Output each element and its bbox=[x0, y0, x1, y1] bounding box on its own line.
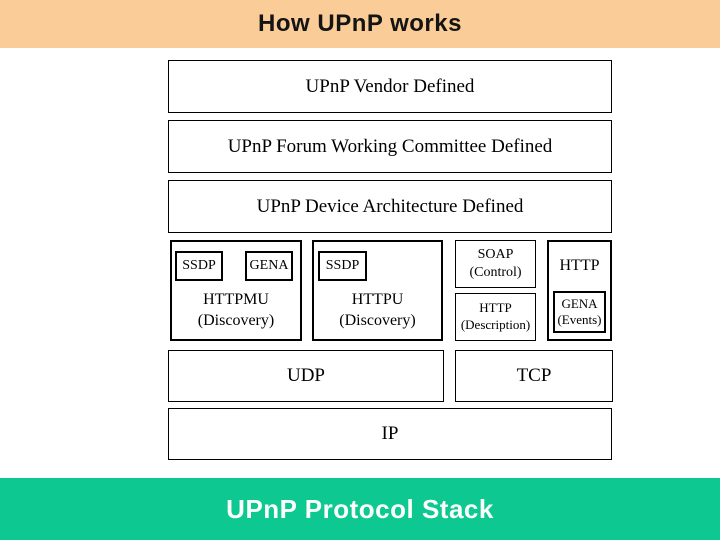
panel-http-events: HTTP GENA (Events) bbox=[547, 240, 612, 341]
http-events-label: HTTP bbox=[559, 257, 600, 274]
footer-title: UPnP Protocol Stack bbox=[226, 493, 494, 524]
httpu-label-group: HTTPU (Discovery) bbox=[314, 290, 441, 332]
gena-events-label: GENA bbox=[561, 295, 598, 311]
protocol-box-gena-events: GENA (Events) bbox=[553, 291, 606, 333]
layer-udp: UDP bbox=[168, 350, 444, 402]
layer-vendor-defined: UPnP Vendor Defined bbox=[168, 60, 612, 113]
httpu-sublabel: (Discovery) bbox=[339, 312, 416, 330]
layer-ip: IP bbox=[168, 408, 612, 460]
protocol-box-gena-httpmu: GENA bbox=[245, 251, 293, 281]
http-description-label: HTTP bbox=[479, 300, 512, 316]
gena-events-sublabel: (Events) bbox=[557, 312, 602, 327]
httpmu-sublabel: (Discovery) bbox=[197, 312, 275, 330]
slide-header-bar: How UPnP works bbox=[0, 0, 720, 48]
panel-httpu-discovery: SSDP HTTPU (Discovery) bbox=[312, 240, 443, 341]
httpu-label: HTTPU bbox=[351, 291, 404, 309]
protocol-ssdp-label: SSDP bbox=[182, 258, 216, 273]
panel-http-description: HTTP (Description) bbox=[455, 293, 536, 341]
panel-soap-control: SOAP (Control) bbox=[455, 240, 536, 288]
udp-label: UDP bbox=[286, 365, 325, 386]
layer-tcp: TCP bbox=[455, 350, 613, 402]
tcp-label: TCP bbox=[516, 365, 552, 386]
protocol-box-ssdp-httpmu: SSDP bbox=[175, 251, 223, 281]
layer-vendor-label: UPnP Vendor Defined bbox=[305, 75, 475, 97]
slide-footer-bar: UPnP Protocol Stack bbox=[0, 478, 720, 540]
soap-sublabel: (Control) bbox=[469, 265, 522, 280]
layer-forum-label: UPnP Forum Working Committee Defined bbox=[227, 135, 553, 157]
layer-device-architecture: UPnP Device Architecture Defined bbox=[168, 180, 612, 233]
protocol-gena-label: GENA bbox=[249, 258, 289, 273]
panel-httpmu-discovery: SSDP GENA HTTPMU (Discovery) bbox=[170, 240, 302, 341]
httpmu-label-group: HTTPMU (Discovery) bbox=[172, 290, 300, 332]
slide-title: How UPnP works bbox=[258, 10, 462, 37]
ip-label: IP bbox=[381, 423, 399, 444]
soap-label: SOAP bbox=[477, 246, 514, 262]
protocol-ssdp-label: SSDP bbox=[325, 258, 360, 273]
httpmu-label: HTTPMU bbox=[203, 291, 269, 309]
layer-forum-defined: UPnP Forum Working Committee Defined bbox=[168, 120, 612, 173]
http-description-sublabel: (Description) bbox=[460, 317, 531, 332]
layer-device-label: UPnP Device Architecture Defined bbox=[256, 195, 524, 217]
protocol-box-ssdp-httpu: SSDP bbox=[318, 251, 367, 281]
